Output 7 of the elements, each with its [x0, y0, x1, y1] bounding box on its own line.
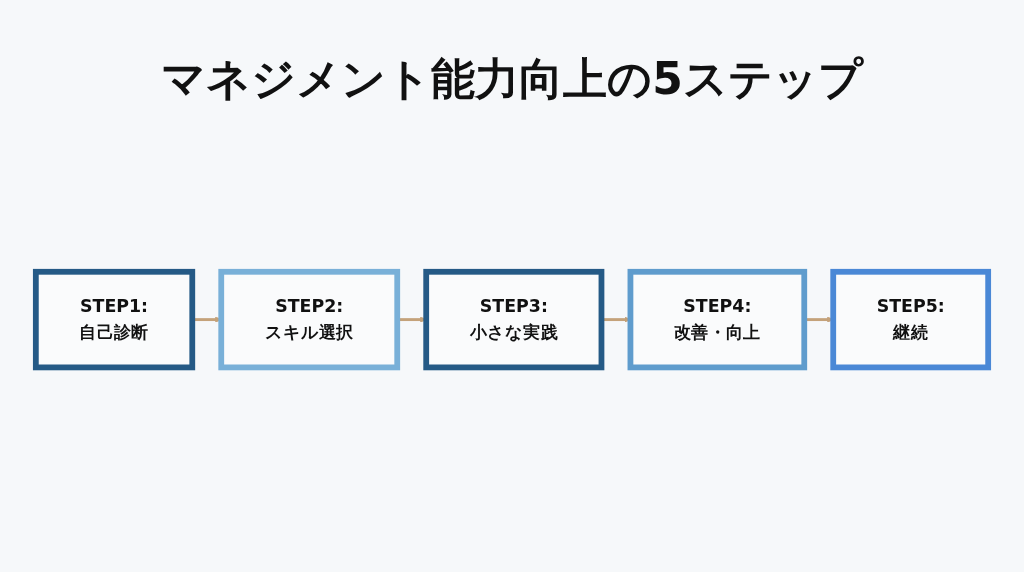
- node-box: STEP2: スキル選択: [218, 269, 401, 371]
- node-box: STEP4: 改善・向上: [627, 269, 808, 371]
- title: マネジメント能力向上の5ステップ: [160, 52, 865, 106]
- node-box: STEP1: 自己診断: [32, 269, 196, 371]
- arrow: [601, 316, 631, 324]
- node-box: STEP5: 継続: [830, 269, 992, 371]
- node-box: STEP3: 小さな実践: [423, 269, 605, 371]
